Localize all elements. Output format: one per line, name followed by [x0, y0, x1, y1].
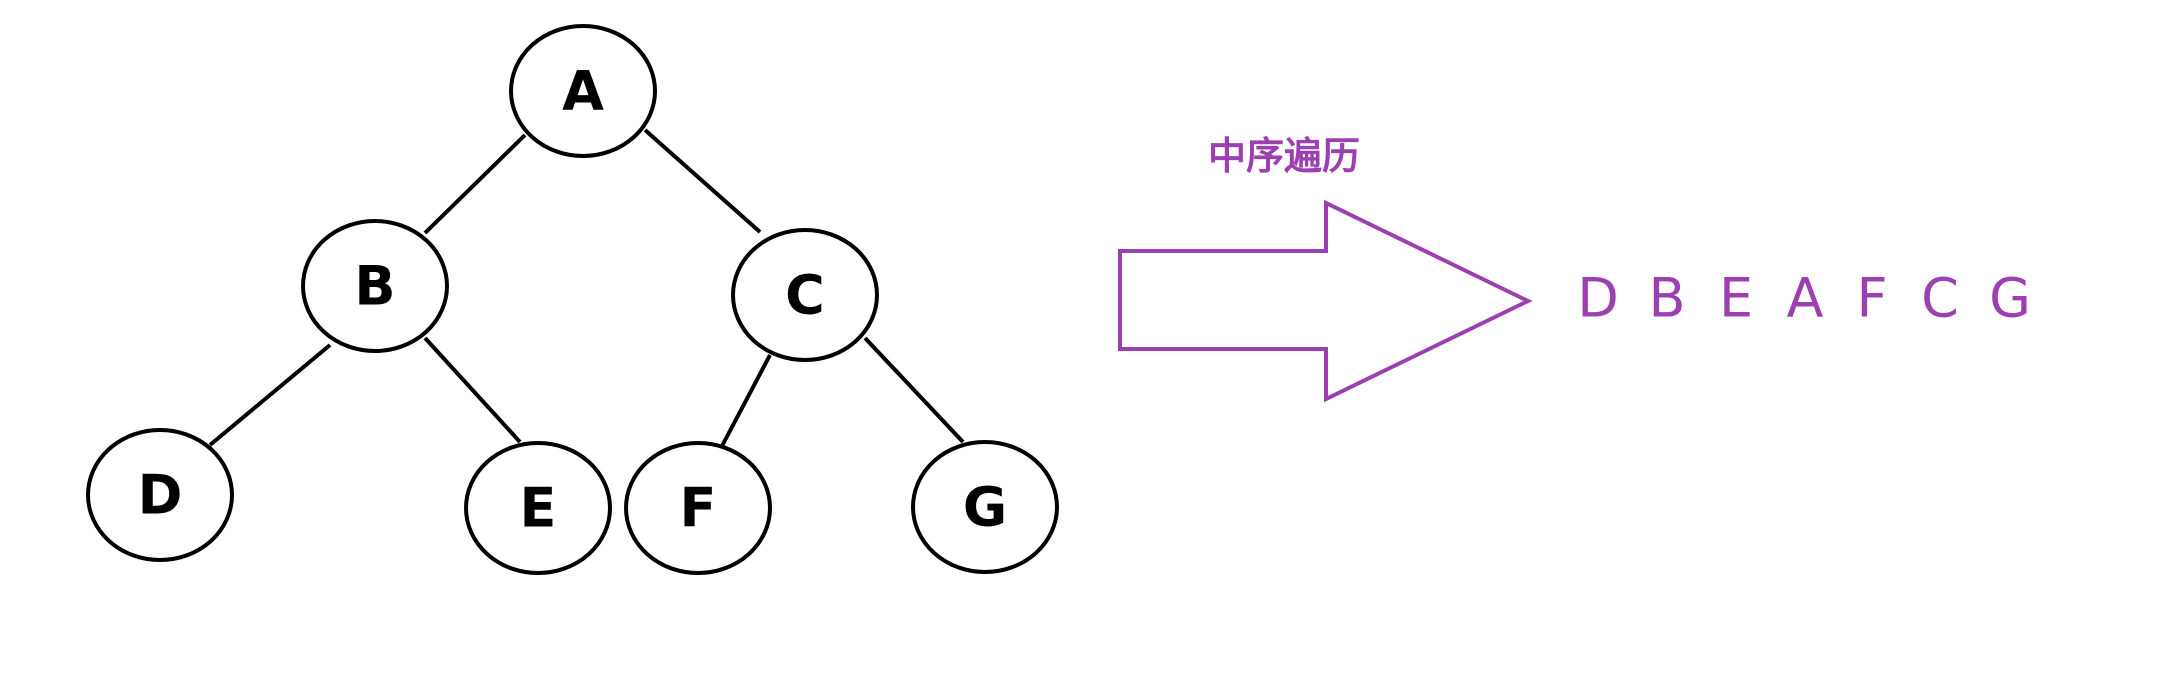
- traversal-arrow: 中序遍历: [1118, 134, 1533, 403]
- result-letter: C: [1921, 267, 1959, 330]
- right-arrow-icon: [1118, 199, 1533, 403]
- edge-a-b: [423, 133, 527, 235]
- node-e-label: E: [520, 477, 557, 540]
- result-letter: B: [1648, 267, 1685, 330]
- tree-node-e: E: [464, 441, 612, 575]
- tree-node-g: G: [911, 440, 1059, 574]
- edge-b-e: [423, 336, 522, 444]
- node-a-label: A: [562, 60, 604, 123]
- tree-node-b: B: [301, 219, 449, 353]
- node-b-label: B: [354, 255, 395, 318]
- tree-edges: [208, 128, 965, 447]
- result-letter: E: [1719, 267, 1753, 330]
- edge-c-g: [863, 336, 965, 444]
- node-c-label: C: [785, 264, 825, 327]
- node-g-label: G: [963, 476, 1007, 539]
- tree-node-a: A: [509, 24, 657, 158]
- node-d-label: D: [138, 464, 183, 527]
- arrow-caption: 中序遍历: [1208, 134, 1360, 178]
- edge-a-c: [643, 128, 762, 234]
- tree-node-c: C: [731, 228, 879, 362]
- tree-node-d: D: [86, 428, 234, 562]
- result-sequence: D B E A F C G: [1577, 267, 2031, 330]
- node-f-circle: [624, 441, 772, 575]
- edge-c-f: [720, 354, 772, 447]
- node-f-label: F: [680, 477, 717, 540]
- result-letter: F: [1856, 267, 1887, 330]
- node-g-circle: [911, 440, 1059, 574]
- node-d-circle: [86, 428, 234, 562]
- result-letter: D: [1577, 267, 1619, 330]
- node-c-circle: [731, 228, 879, 362]
- result-letter: A: [1787, 267, 1824, 330]
- node-b-circle: [301, 219, 449, 353]
- tree-node-f: F: [624, 441, 772, 575]
- edge-b-d: [208, 343, 332, 447]
- tree-nodes: A B C D E F G: [86, 24, 1059, 575]
- result-letter: G: [1989, 267, 2031, 330]
- node-e-circle: [464, 441, 612, 575]
- node-a-circle: [509, 24, 657, 158]
